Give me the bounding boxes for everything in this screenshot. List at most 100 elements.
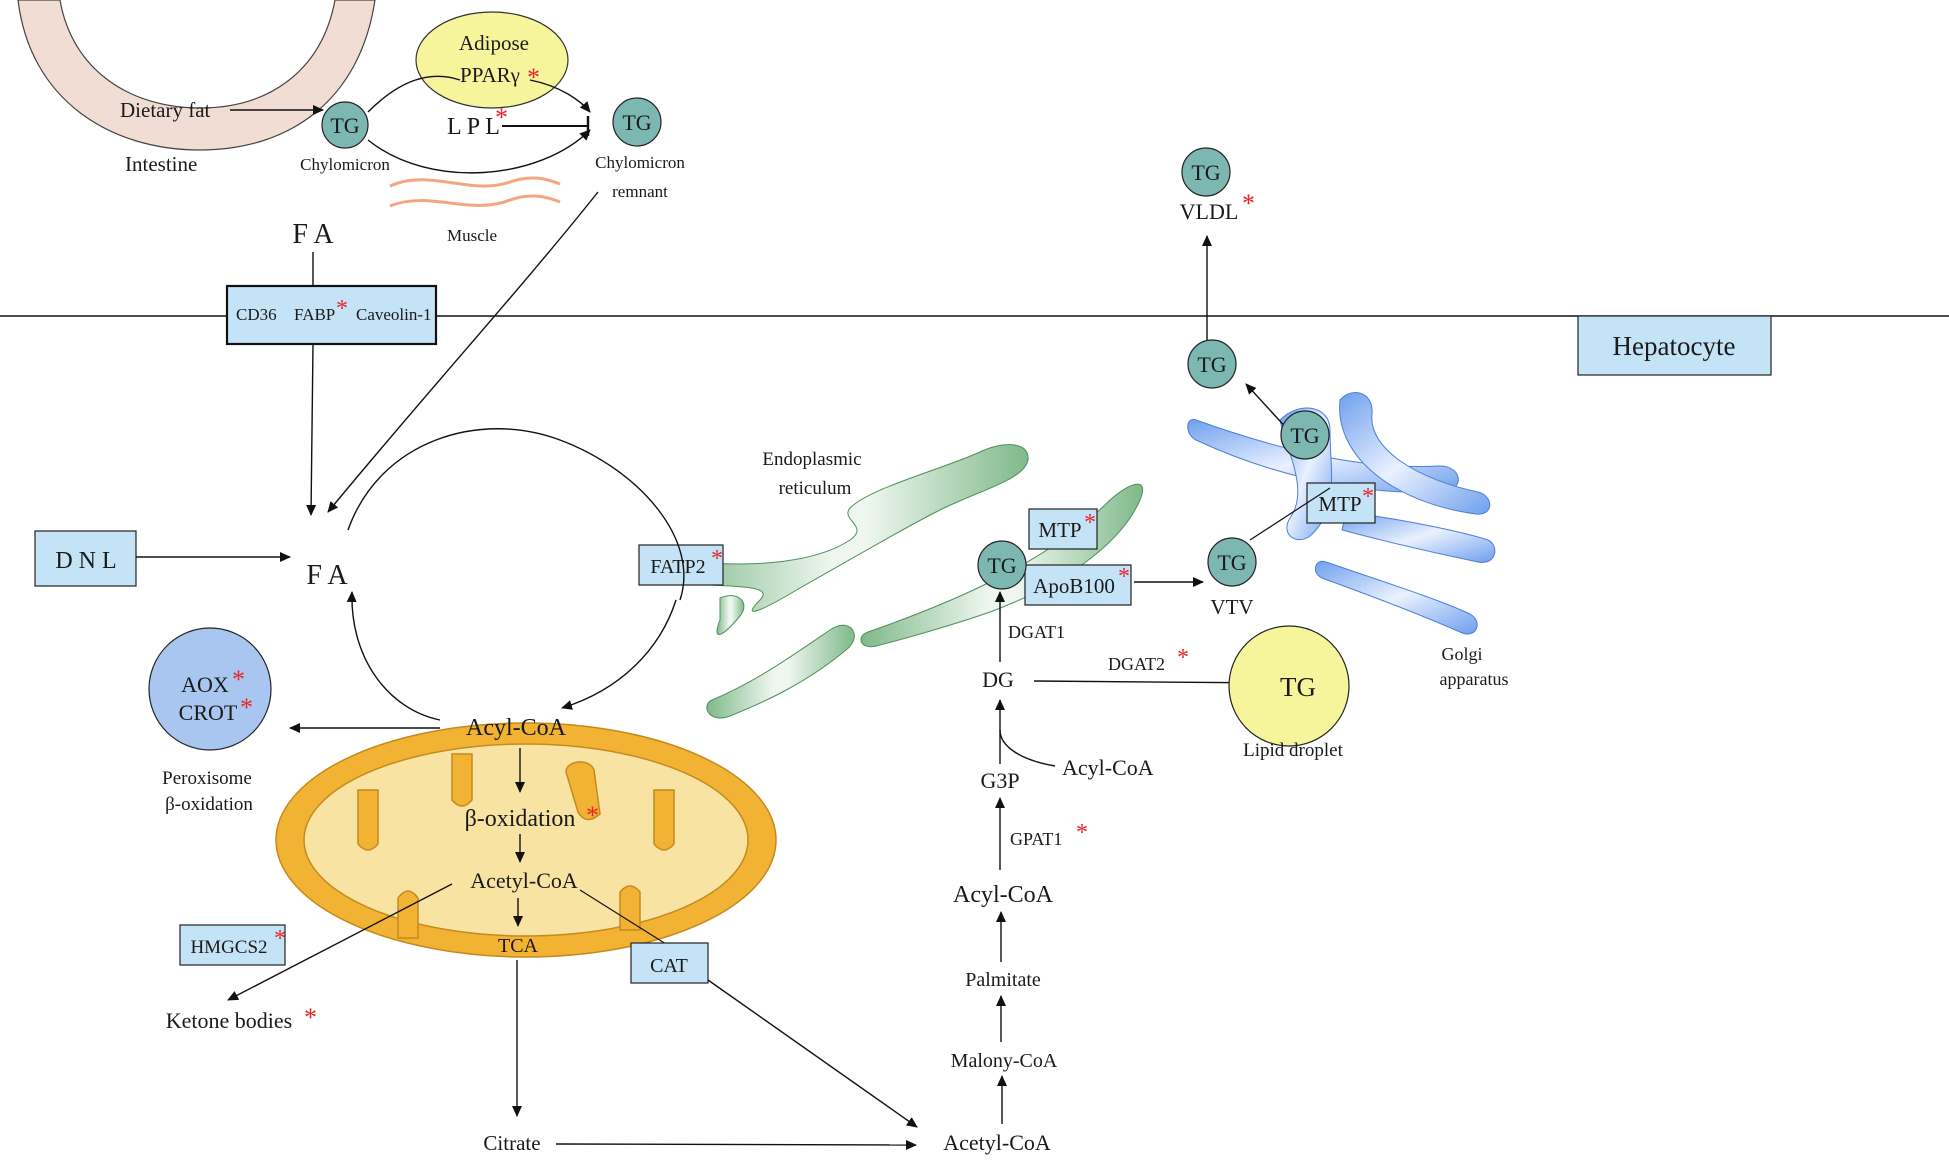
tg-label: TG — [987, 553, 1016, 578]
muscle-shape-bottom — [389, 194, 561, 208]
dgat2-asterisk: * — [1177, 645, 1189, 671]
fatty-acid-transporter-box — [225, 284, 438, 346]
fatp2-label: FATP2 — [650, 556, 705, 578]
intestine-label: Intestine — [125, 152, 197, 176]
mtp-er-box — [1028, 508, 1098, 550]
acyl-coa-pathway-label: Acyl-CoA — [953, 882, 1054, 908]
cycle-acylcoa-to-fa — [346, 591, 441, 721]
lpl-asterisk: * — [495, 103, 508, 132]
endoplasmic-reticulum — [671, 444, 1144, 719]
fa-top-label: F A — [292, 219, 334, 250]
er-label-1: Endoplasmic — [762, 449, 861, 470]
tg-secreted — [1187, 339, 1237, 389]
ppar-asterisk: * — [527, 63, 540, 92]
fabp-label: FABP — [294, 305, 335, 324]
beta-oxidation-asterisk: * — [586, 801, 599, 830]
mtp-golgi-asterisk: * — [1362, 484, 1374, 510]
dgat1-label: DGAT1 — [1008, 622, 1065, 642]
ppar-gamma-label: PPARγ — [460, 63, 520, 87]
dnl-label: D N L — [55, 548, 116, 574]
cycle-fatp2-to-acylcoa — [561, 599, 677, 710]
dgat2-label: DGAT2 — [1108, 654, 1165, 674]
tg-er — [977, 540, 1027, 590]
hmgcs2-label: HMGCS2 — [190, 937, 267, 958]
mtp-er-asterisk: * — [1084, 510, 1096, 536]
tg-label: TG — [622, 110, 651, 135]
fa-main-label: F A — [306, 560, 348, 591]
mtp-golgi-box — [1306, 482, 1376, 524]
arrow-acetylcoa-to-ketone — [227, 883, 453, 1001]
curve-tg-adipose — [367, 75, 461, 113]
apob100-box — [1024, 564, 1132, 606]
tca-label: TCA — [498, 935, 539, 957]
tg-vldl — [1181, 147, 1231, 197]
peroxisome-label-2: β-oxidation — [165, 794, 253, 815]
caveolin-label: Caveolin-1 — [356, 305, 432, 324]
tg-chylomicron-remnant — [612, 97, 662, 147]
tg-vtv — [1207, 537, 1257, 587]
crot-asterisk: * — [240, 693, 253, 722]
chylomicron-remnant-label-2: remnant — [612, 182, 668, 201]
mtp-label: MTP — [1318, 492, 1361, 516]
cat-label: CAT — [650, 955, 688, 977]
g3p-label: G3P — [980, 768, 1019, 793]
vldl-asterisk: * — [1242, 189, 1255, 218]
aox-label: AOX — [181, 672, 229, 697]
aox-asterisk: * — [232, 665, 245, 694]
muscle-shape-top — [389, 176, 561, 188]
adipose-label: Adipose — [459, 31, 529, 55]
curve-adipose-remnant — [529, 79, 591, 113]
acetyl-coa-mito-label: Acetyl-CoA — [470, 868, 578, 893]
peroxisome — [148, 627, 272, 751]
ketone-asterisk: * — [304, 1003, 317, 1032]
vtv-label: VTV — [1210, 595, 1253, 619]
vldl-label: VLDL — [1180, 199, 1239, 224]
tg-label: TG — [1197, 352, 1226, 377]
dg-label: DG — [982, 667, 1014, 692]
lipid-droplet — [1228, 625, 1350, 747]
apob100-label: ApoB100 — [1033, 574, 1115, 598]
arrow-citrate-to-acetylcoa — [555, 1139, 917, 1150]
intestine-shape — [17, 0, 376, 151]
arrow-remnant-to-fa — [327, 191, 599, 513]
mitochondrion-cristae — [357, 753, 675, 939]
vtv-to-golgi-line — [1249, 487, 1331, 541]
er-label-2: reticulum — [779, 478, 852, 499]
fabp-asterisk: * — [336, 296, 348, 322]
gpat1-asterisk: * — [1076, 820, 1088, 846]
gpat1-label: GPAT1 — [1010, 829, 1062, 849]
golgi-label-1: Golgi — [1441, 644, 1482, 664]
beta-oxidation-label: β-oxidation — [465, 806, 576, 832]
hepatocyte-box — [1577, 315, 1772, 376]
dietary-fat-label: Dietary fat — [120, 98, 211, 122]
arrow-transporter-to-fa — [306, 343, 317, 516]
tg-golgi — [1280, 410, 1330, 460]
tg-chylomicron — [321, 101, 369, 149]
acyl-coa-side-label: Acyl-CoA — [1062, 755, 1154, 780]
crot-label: CROT — [179, 700, 238, 725]
adipose-ellipse — [415, 11, 569, 109]
curve-tg-muscle-remnant — [367, 129, 591, 174]
cycle-fa-to-fatp2 — [347, 428, 685, 601]
cd36-label: CD36 — [236, 305, 277, 324]
citrate-label: Citrate — [483, 1131, 540, 1155]
ketone-bodies-label: Ketone bodies — [166, 1008, 292, 1033]
peroxisome-label-1: Peroxisome — [162, 768, 252, 789]
curve-acylcoa-to-dg — [999, 729, 1056, 767]
mtp-label: MTP — [1038, 518, 1081, 542]
cat-box — [630, 942, 709, 984]
tg-label: TG — [1290, 423, 1319, 448]
fatp2-asterisk: * — [711, 546, 723, 572]
apob100-asterisk: * — [1118, 564, 1130, 590]
lpl-label: L P L — [447, 114, 500, 140]
muscle-label: Muscle — [447, 226, 497, 245]
tg-label: TG — [1217, 550, 1246, 575]
hepatocyte-label: Hepatocyte — [1613, 331, 1736, 361]
dnl-box — [34, 530, 137, 587]
acyl-coa-main-label: Acyl-CoA — [466, 715, 567, 741]
lipid-droplet-label: Lipid droplet — [1243, 740, 1343, 761]
chylomicron-label: Chylomicron — [300, 155, 390, 174]
arrow-cat-to-acetylcoa — [707, 979, 918, 1128]
